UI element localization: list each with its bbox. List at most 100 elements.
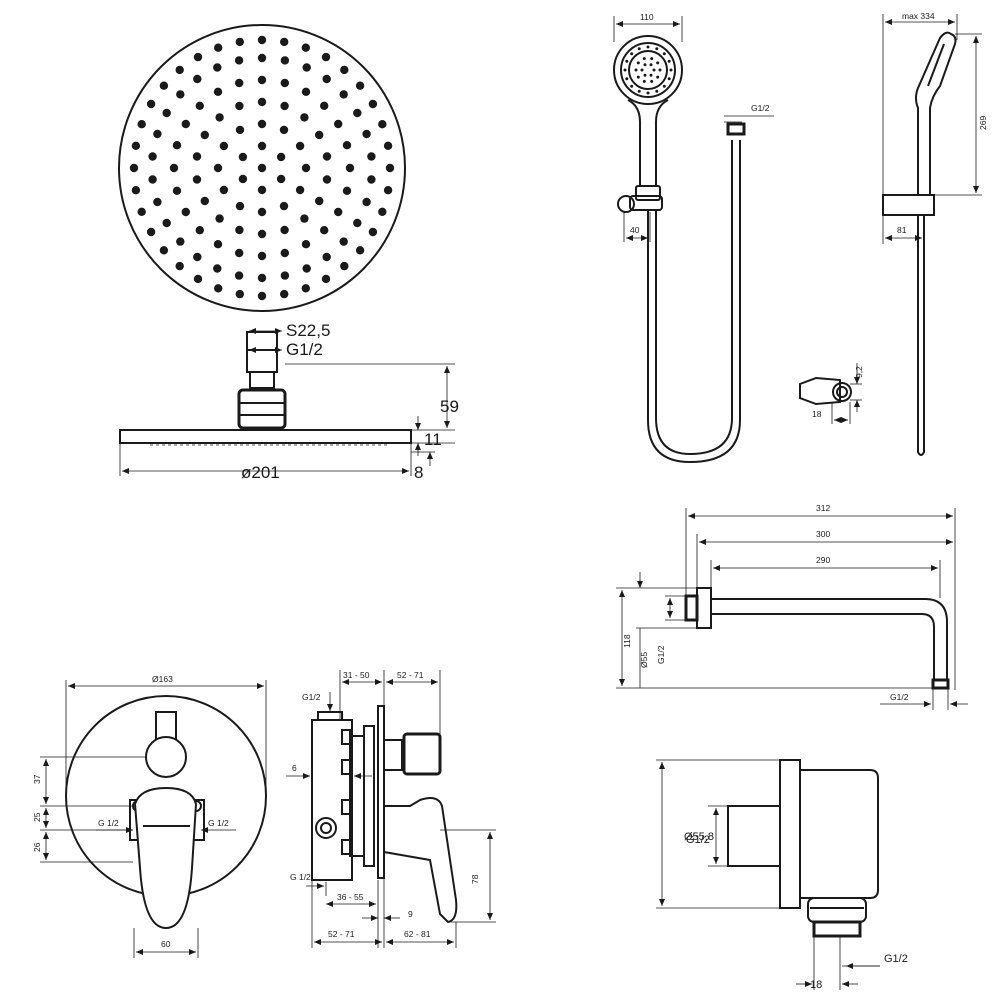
dim-9-label: 9: [408, 909, 413, 919]
nozzle-dot: [159, 246, 169, 255]
nozzle-dot: [235, 78, 244, 88]
nozzle-dot: [193, 252, 202, 262]
nozzle-dot: [172, 141, 182, 150]
mixer-width-label: 60: [161, 939, 171, 949]
nozzle-dot: [215, 113, 224, 122]
nozzle-dot: [181, 207, 190, 217]
nozzle-dot: [129, 163, 139, 173]
spray-dot: [646, 91, 650, 95]
nozzle-dot: [334, 207, 343, 217]
spray-dot: [642, 57, 646, 61]
nozzle-dot: [235, 289, 244, 299]
outlet-width-label: 18: [810, 979, 822, 991]
holder-width-label: 18: [812, 409, 822, 419]
nozzle-dot: [355, 81, 365, 90]
connection-size-label: G1/2: [286, 340, 323, 359]
dim-25-label: 25: [32, 812, 42, 822]
spray-dot: [649, 63, 653, 67]
nozzle-dot: [300, 113, 309, 122]
bottom-range-a-label: 52 - 71: [328, 929, 355, 939]
nozzle-dot: [321, 52, 331, 62]
nozzle-dot: [213, 163, 223, 173]
spray-dot: [643, 73, 647, 77]
wall-outlet-elbow: Ø55,8 G1/2 G1/2 18: [656, 759, 908, 991]
nozzle-dot: [235, 125, 245, 135]
nozzle-dot: [257, 163, 267, 173]
nozzle-dot: [301, 163, 311, 173]
spray-dot: [637, 47, 641, 51]
nozzle-dot: [345, 163, 355, 173]
nozzle-dot: [257, 75, 267, 85]
hand-shower-side-view: max 334 269 81: [882, 11, 988, 456]
nozzle-dot: [131, 186, 141, 195]
flange-diameter-label: Ø55: [639, 652, 649, 668]
nozzle-dot: [385, 163, 395, 173]
nozzle-dot: [339, 237, 348, 246]
nozzle-dot: [213, 240, 223, 249]
spray-dot: [662, 84, 666, 88]
spray-dot: [650, 57, 654, 61]
height-269-label: 269: [978, 116, 988, 130]
nozzle-dot: [300, 214, 309, 223]
nozzle-dot: [235, 101, 244, 111]
nozzle-dot: [302, 264, 311, 273]
nozzle-dot: [334, 119, 343, 129]
nozzle-dot: [257, 53, 267, 63]
spray-dot: [658, 68, 662, 72]
wall-holder-detail: 9,2 18: [799, 363, 864, 424]
nozzle-dot: [362, 129, 371, 139]
nozzle-dot: [137, 120, 146, 129]
shower-arm: 312 300 290 118 Ø55 G1/2 G1/2: [616, 503, 968, 710]
spray-dot: [655, 47, 659, 51]
nozzle-dot: [257, 141, 267, 151]
nozzle-dot: [153, 197, 162, 207]
nozzle-dot: [175, 261, 184, 271]
rain-shower-head-side-view: S22,5 G1/2 59 11 8 ø201: [119, 321, 459, 482]
nozzle-dot: [193, 52, 203, 62]
outlet-diameter-label: Ø55,8: [684, 831, 714, 843]
nozzle-dot: [320, 101, 329, 111]
nozzle-dot: [280, 248, 289, 258]
nozzle-dot: [276, 174, 286, 184]
thread-size-label: S22,5: [286, 321, 330, 340]
concealed-mixer-front-view: Ø163 37 25 26 G 1/2 G 1/2 60: [32, 674, 267, 958]
nozzle-dot: [276, 152, 286, 162]
nozzle-dot: [172, 186, 182, 195]
arm-outlet-thread-label: G1/2: [890, 692, 909, 702]
nozzle-dot: [340, 261, 349, 271]
nozzle-dot: [162, 108, 171, 118]
spray-dot: [643, 63, 647, 67]
dim-26-label: 26: [32, 842, 42, 852]
nozzle-dot: [214, 284, 223, 293]
outlet-bottom-thread-label: G1/2: [884, 953, 908, 965]
spray-dot: [642, 79, 646, 83]
nozzle-dot: [321, 274, 331, 284]
nozzle-dot: [280, 78, 289, 88]
nozzle-dot: [176, 90, 185, 99]
spray-dot: [667, 77, 671, 81]
spray-dot: [630, 52, 634, 56]
spray-dot: [640, 68, 644, 72]
nozzle-dot: [378, 207, 387, 216]
holder-depth-label: 40: [630, 225, 640, 235]
nozzle-dot: [301, 43, 310, 52]
rain-shower-head-top-view: [118, 24, 406, 312]
spray-dot: [636, 75, 640, 79]
bottom-port-label: G 1/2: [290, 872, 311, 882]
hose-connection-label: G1/2: [751, 103, 770, 113]
nozzle-dot: [192, 152, 202, 161]
nozzle-dot: [301, 87, 311, 97]
nozzle-dot: [159, 81, 169, 90]
max-length-label: max 334: [902, 11, 935, 21]
nozzle-dot: [280, 271, 290, 280]
spray-dot: [636, 61, 640, 65]
nozzle-dot: [257, 119, 267, 129]
nozzle-dot: [279, 125, 289, 135]
nozzle-dot: [367, 175, 376, 184]
height-label: 59: [440, 397, 459, 416]
nozzle-dot: [353, 218, 362, 228]
hand-shower-with-hose: 110 G1/2 40: [613, 12, 774, 464]
arm-overall-length-label: 312: [816, 503, 830, 513]
nozzle-dot: [257, 185, 267, 195]
nozzle-dot: [169, 163, 179, 173]
